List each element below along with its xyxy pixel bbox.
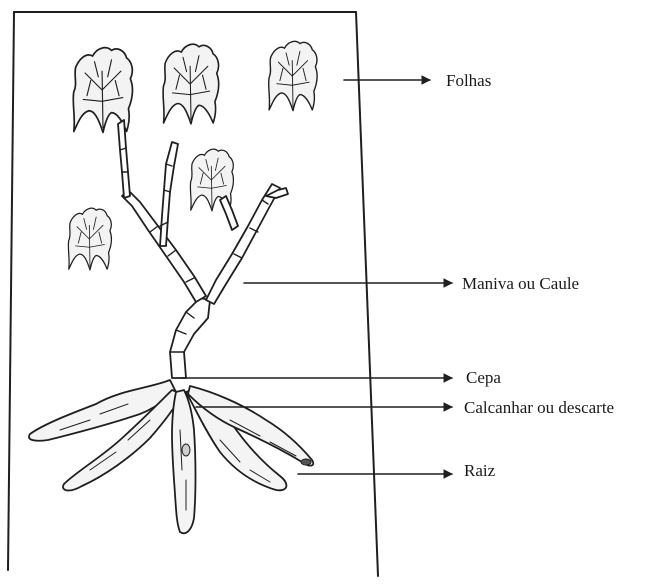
leaves (68, 41, 317, 269)
leaf-icon (68, 208, 111, 270)
roots (29, 380, 313, 533)
label-folhas: Folhas (446, 71, 491, 90)
labels: Folhas Maniva ou Caule Cepa Calcanhar ou… (446, 71, 614, 480)
leaf-icon (269, 41, 317, 110)
leaf-icon (163, 44, 219, 124)
label-cepa: Cepa (466, 368, 501, 387)
label-raiz: Raiz (464, 461, 496, 480)
label-calcanhar: Calcanhar ou descarte (464, 398, 614, 417)
label-caule: Maniva ou Caule (462, 274, 579, 293)
